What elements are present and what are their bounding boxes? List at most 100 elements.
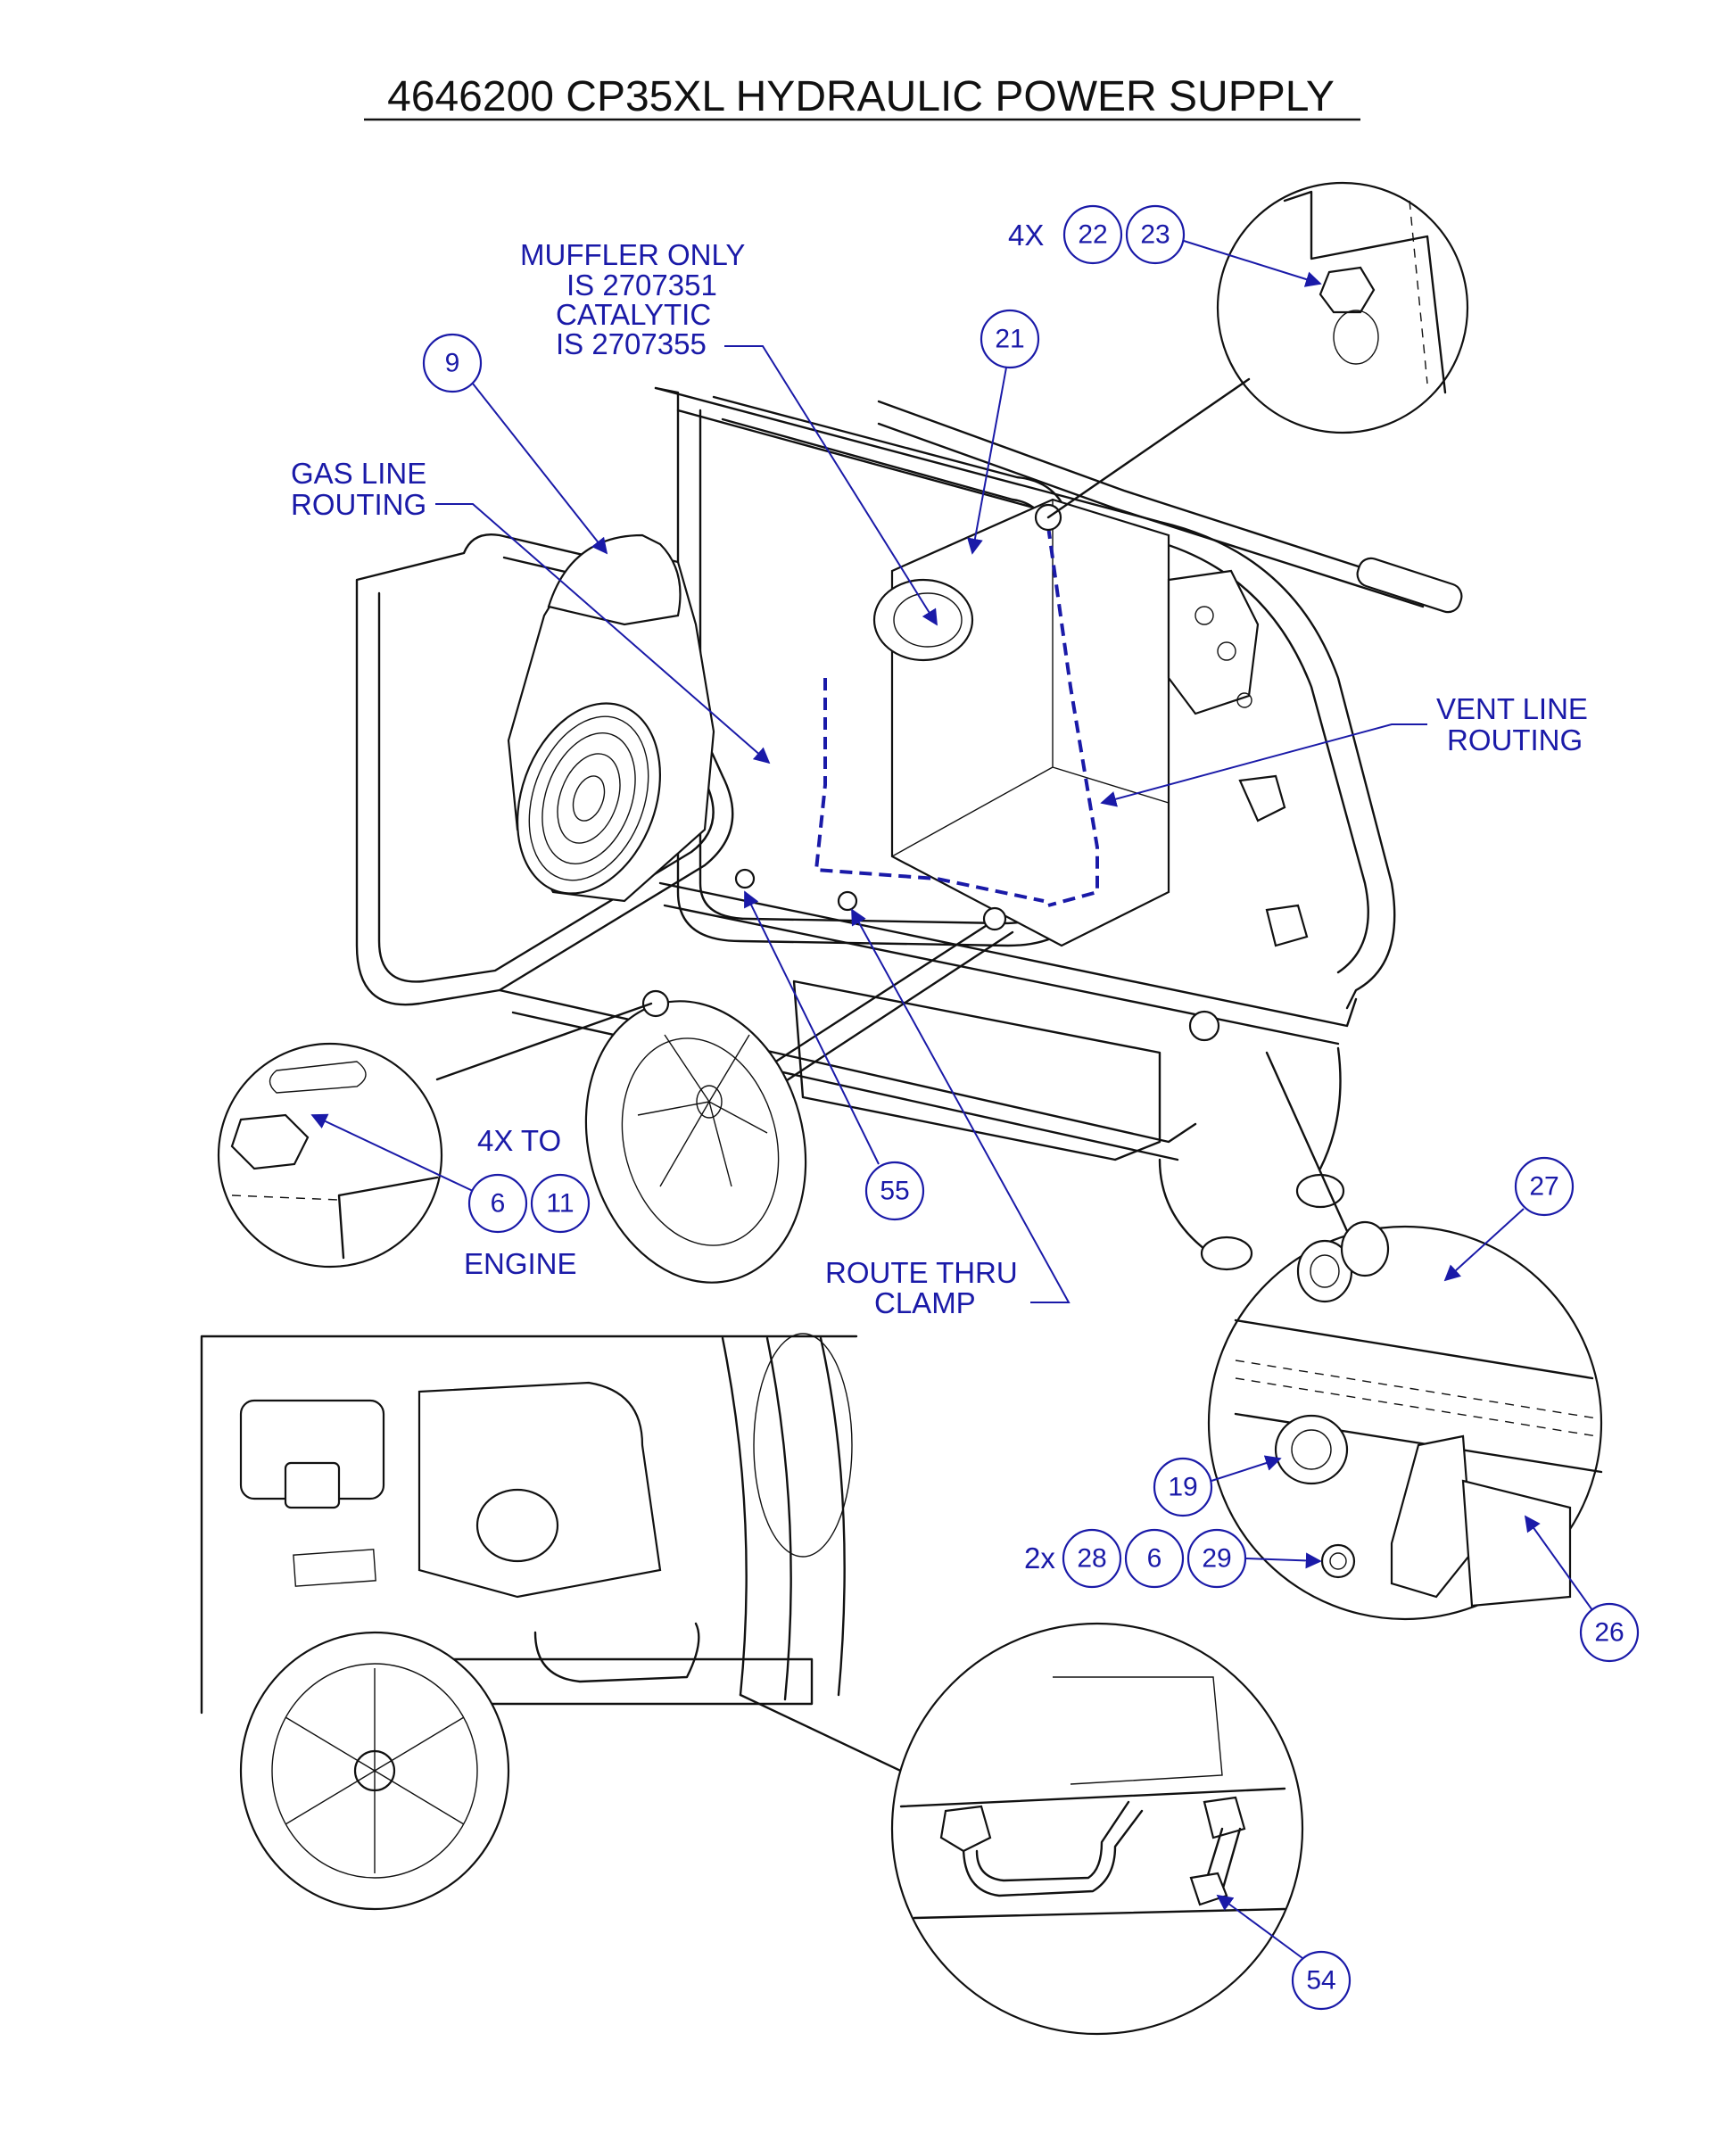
balloon-27-leader	[1443, 1208, 1525, 1282]
engine-fan-ring-4	[572, 775, 606, 822]
detail-left-bolt	[230, 1113, 310, 1170]
balloon-21-leader	[967, 367, 1007, 555]
balloon-29-text: 29	[1202, 1544, 1231, 1574]
qty-4x-to-label: 4X TO	[477, 1124, 561, 1157]
balloon-55-leader	[744, 890, 880, 1165]
balloon-23-text: 23	[1140, 220, 1170, 250]
lower-wheel-rim	[271, 1663, 478, 1879]
detail-view-bolt-top	[1046, 181, 1469, 519]
detail-bottom-fuel-line-2	[975, 1800, 1130, 1882]
detail-right-nut-inner	[1329, 1552, 1347, 1570]
valve-port-3	[1236, 692, 1252, 708]
base-tray	[792, 979, 1161, 1161]
route-thru-line2: CLAMP	[874, 1286, 976, 1319]
balloon-19: 19	[1153, 1457, 1213, 1517]
balloon-6-bracket: 6	[1124, 1528, 1185, 1589]
engine-mount-bolt	[641, 989, 670, 1018]
detail-right-rail-top	[1234, 1318, 1594, 1380]
lower-engine-body	[417, 1381, 662, 1599]
vent-line-note-line1: VENT LINE	[1436, 692, 1588, 725]
balloon-6-engine: 6	[467, 1173, 528, 1234]
balloon-26-leader	[1524, 1515, 1593, 1611]
balloon-9-leader	[472, 383, 608, 555]
balloon-54: 54	[1291, 1950, 1352, 2011]
detail-right-rail-hidden-1	[1235, 1360, 1598, 1419]
balloon-28: 28	[1062, 1528, 1122, 1589]
detail-left-slot	[269, 1061, 367, 1094]
detail-circle-bottom	[890, 1622, 1304, 2036]
hydraulic-tank	[890, 498, 1170, 947]
tow-handle-2	[877, 422, 1425, 608]
detail-left-leader	[435, 1002, 653, 1081]
muffler-note-line3: CATALYTIC	[556, 298, 711, 331]
wheel-tire	[584, 1000, 807, 1284]
balloon-22-text: 22	[1078, 220, 1107, 250]
balloon-6-leader	[310, 1113, 474, 1192]
detail-top-washer	[1333, 310, 1379, 365]
balloon-28-text: 28	[1077, 1544, 1106, 1574]
elbow-fitting-2	[1265, 904, 1309, 947]
balloon-9: 9	[422, 333, 483, 393]
frame-rear-loop	[355, 533, 734, 1006]
tow-handle	[877, 400, 1429, 591]
muffler-note-line2: IS 2707351	[566, 269, 717, 302]
gas-line-note-line1: GAS LINE	[291, 457, 426, 490]
balloon-27-text: 27	[1529, 1172, 1558, 1202]
detail-top-plate	[1283, 190, 1447, 394]
balloon-9-text: 9	[445, 349, 460, 378]
gas-line-route	[814, 678, 1045, 903]
lower-fuel-line	[533, 1622, 700, 1683]
valve-port-1	[1195, 606, 1214, 625]
balloon-26-text: 26	[1594, 1618, 1624, 1648]
detail-bottom-barb-2	[1220, 1827, 1242, 1893]
detail-right-bracket	[1390, 1434, 1474, 1599]
rubber-foot-1	[1200, 1236, 1253, 1271]
balloon-6-bracket-text: 6	[1147, 1544, 1162, 1574]
balloon-27: 27	[1514, 1156, 1575, 1217]
control-valve	[1167, 569, 1260, 715]
hydraulic-tank-edge	[891, 500, 1170, 857]
frame-foot-right	[1319, 1046, 1342, 1170]
balloon-11: 11	[530, 1173, 591, 1234]
balloon-6-engine-text: 6	[491, 1189, 506, 1219]
elbow-fitting-1	[1238, 774, 1286, 822]
frame-bottom-rail-mid	[658, 881, 1358, 1028]
detail-circle-left	[217, 1042, 443, 1269]
qty-2x-label: 2x	[1024, 1541, 1055, 1575]
muffler-note-line1: MUFFLER ONLY	[520, 238, 745, 271]
balloon-54-text: 54	[1306, 1966, 1335, 1996]
detail-bottom-fitting-left	[939, 1805, 992, 1853]
lower-frame-tube-2	[765, 1336, 792, 1701]
balloon-19-leader	[1211, 1455, 1282, 1482]
muffler	[872, 578, 974, 662]
detail-bottom-fuel-line	[962, 1809, 1144, 1897]
page-title: 4646200 CP35XL HYDRAULIC POWER SUPPLY	[387, 73, 1335, 120]
engine-fan-ring-3	[557, 753, 621, 844]
detail-view-engine-bolt	[217, 1002, 653, 1269]
engine-fan-guard	[517, 702, 661, 895]
vent-line-leader	[1100, 723, 1427, 807]
qty-4x-label: 4X	[1008, 219, 1044, 252]
muffler-face	[893, 592, 963, 648]
lower-view-border	[200, 1335, 858, 1715]
engine-fan-ring-2	[541, 732, 636, 864]
balloon-21-text: 21	[995, 325, 1024, 354]
balloon-23-leader	[1183, 240, 1322, 287]
route-thru-leader	[851, 908, 1071, 1303]
balloon-55: 55	[864, 1161, 925, 1221]
detail-bottom-plate-top	[899, 1787, 1286, 1808]
detail-left-hidden	[231, 1194, 340, 1201]
route-thru-line1: ROUTE THRU	[825, 1256, 1018, 1289]
lower-starter-box	[284, 1461, 341, 1509]
detail-top-leader	[1046, 377, 1251, 519]
frame-bottom-rail-mid-2	[663, 904, 1340, 1046]
detail-bottom-body	[1053, 1676, 1223, 1785]
frame-right-loop-inner	[676, 409, 1369, 974]
vent-line-note-line2: ROUTING	[1447, 723, 1583, 756]
main-assembly-drawing	[355, 386, 1463, 1284]
balloon-19-text: 19	[1168, 1473, 1197, 1502]
engine-label: ENGINE	[464, 1247, 577, 1280]
vent-clamp	[837, 890, 858, 912]
fuel-clamp	[734, 868, 756, 889]
detail-right-fitting-3	[1274, 1414, 1349, 1485]
